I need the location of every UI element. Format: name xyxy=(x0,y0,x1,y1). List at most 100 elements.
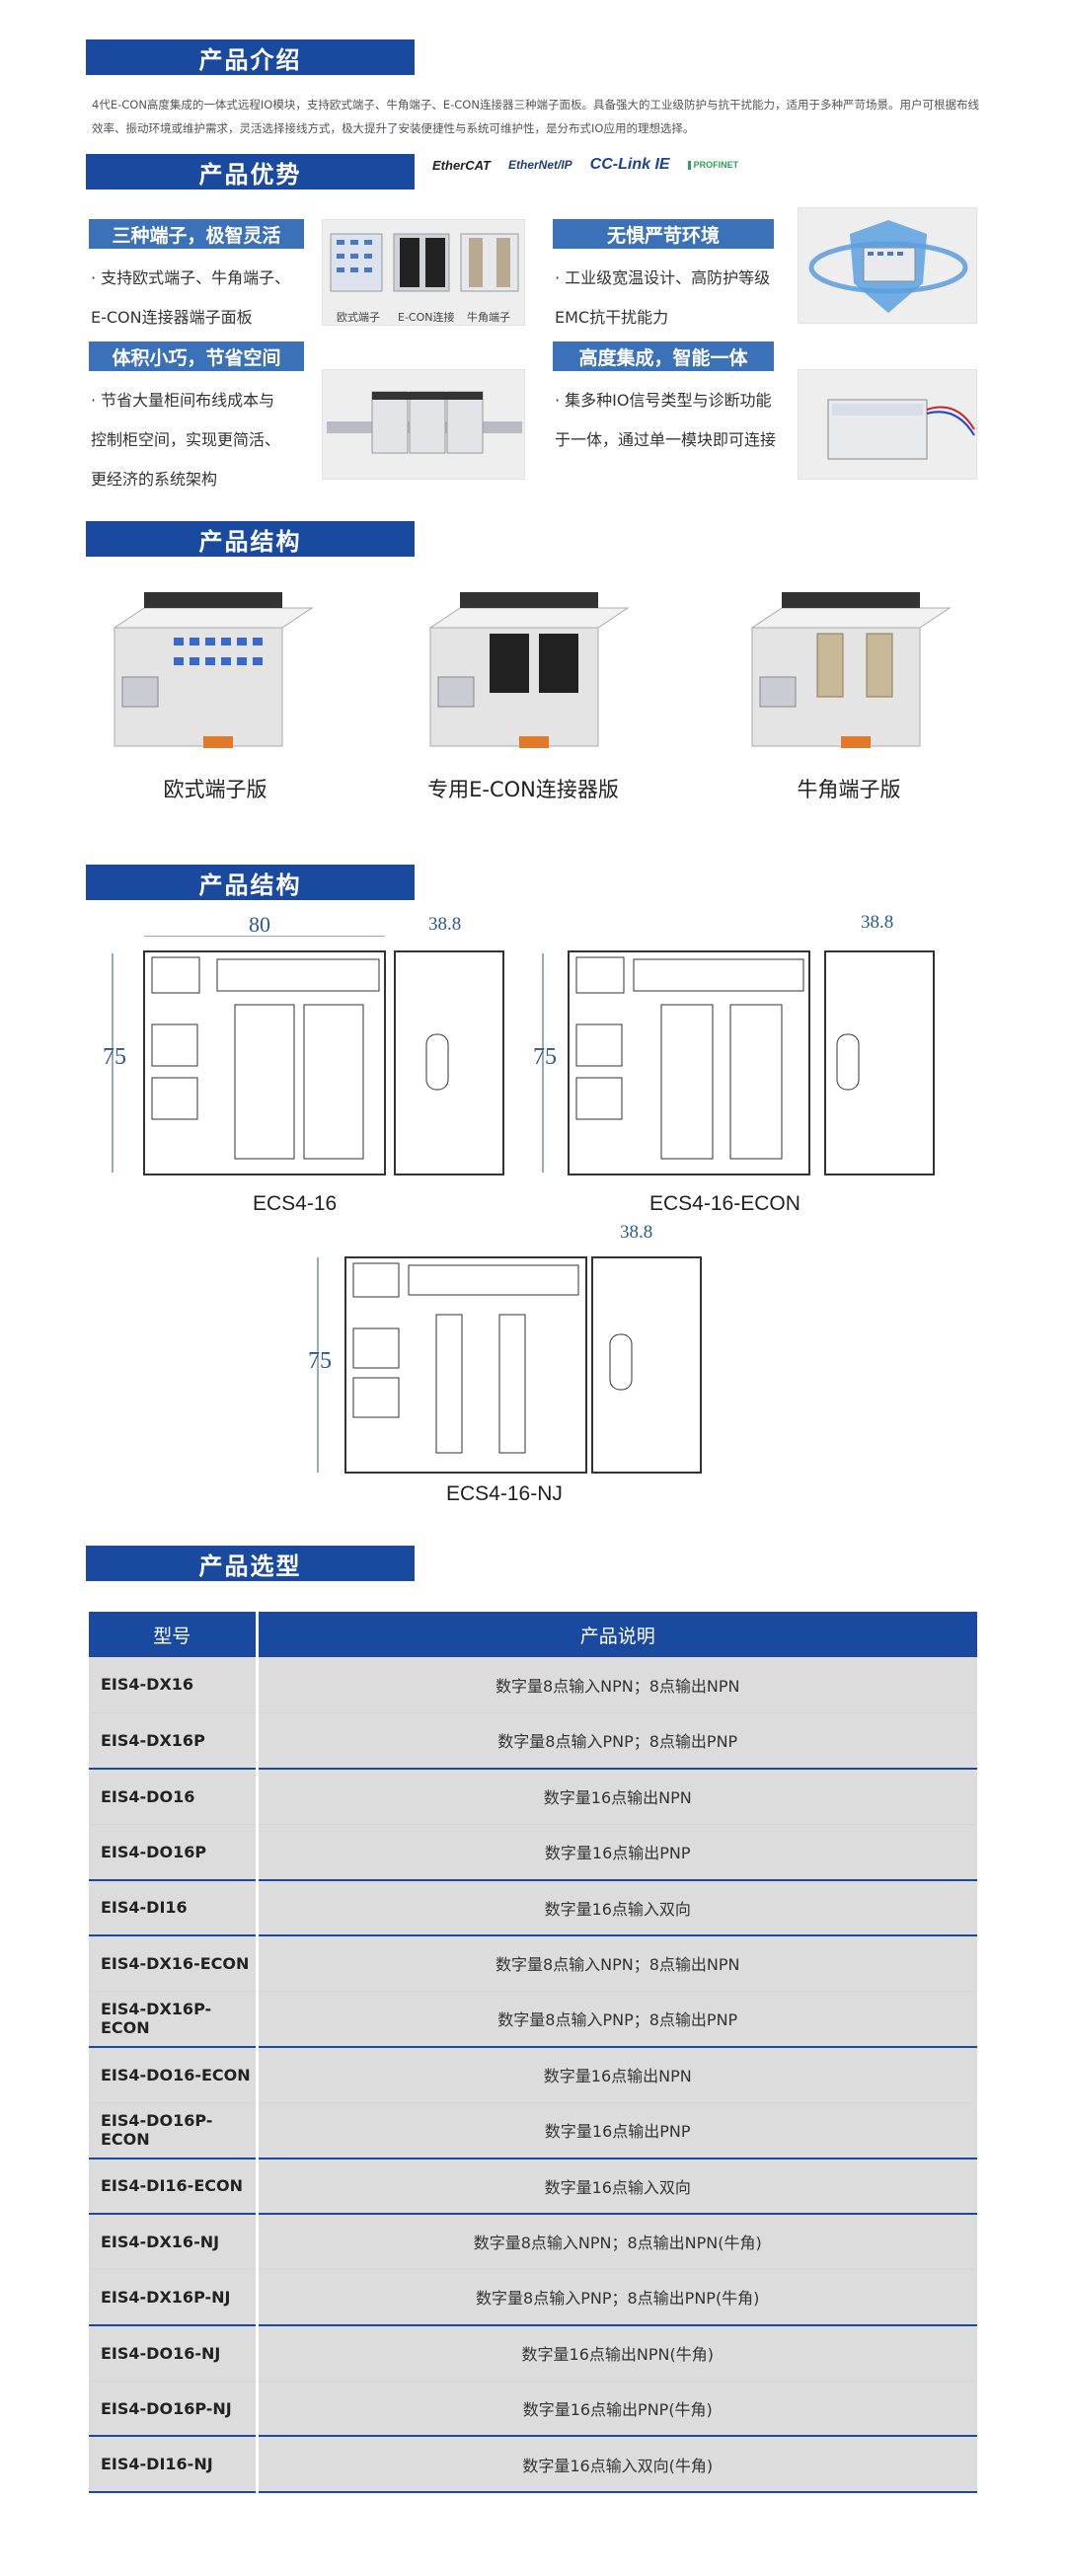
dimension-depth-2: 38.8 xyxy=(861,912,894,933)
description-cell: 数字量8点输入PNP；8点输出PNP(牛角) xyxy=(257,2269,977,2325)
model-cell: EIS4-DO16P-NJ xyxy=(89,2381,259,2437)
din-rail-modules-icon xyxy=(327,391,522,454)
model-cell: EIS4-DI16 xyxy=(89,1879,259,1935)
structure-euro-image xyxy=(105,588,322,760)
model-cell: EIS4-DO16P xyxy=(89,1824,259,1880)
ecs4-16-econ-drawing-icon xyxy=(542,950,935,1175)
section-title-structure: 产品结构 xyxy=(86,521,415,557)
description-cell: 数字量16点输出NPN xyxy=(257,1768,977,1825)
model-cell: EIS4-DX16P xyxy=(89,1712,259,1769)
description-cell: 数字量16点输出PNP xyxy=(257,2102,977,2159)
drawing-ecs4-16-econ xyxy=(539,936,953,1186)
description-cell: 数字量16点输出NPN xyxy=(257,2046,977,2103)
advantage-label-terminals: 三种端子，极智灵活 xyxy=(89,219,304,249)
dimension-height-1: 75 xyxy=(103,1044,126,1070)
advantage-text-compact: · 节省大量柜间布线成本与 控制柜空间，实现更简活、 更经济的系统架构 xyxy=(91,391,281,489)
ethernetip-logo: EtherNet/IP xyxy=(507,158,572,172)
drawing-ecs4-16-nj xyxy=(314,1246,728,1486)
model-cell: EIS4-DO16-NJ xyxy=(89,2324,259,2382)
dimension-height-3: 75 xyxy=(308,1348,332,1374)
wired-module-icon xyxy=(827,399,975,460)
model-cell: EIS4-DX16-NJ xyxy=(89,2213,259,2270)
table-header-model: 型号 xyxy=(89,1612,259,1657)
description-cell: 数字量8点输入PNP；8点输出PNP xyxy=(257,1712,977,1769)
model-cell: EIS4-DX16 xyxy=(89,1657,259,1713)
description-cell: 数字量8点输入NPN；8点输出NPN xyxy=(257,1934,977,1992)
ethercat-logo: EtherCAT xyxy=(432,157,491,173)
dimension-height-2: 75 xyxy=(533,1044,557,1070)
model-cell: EIS4-DX16-ECON xyxy=(89,1934,259,1992)
dimension-width-1: 80 xyxy=(249,912,270,937)
section-title-intro: 产品介绍 xyxy=(86,39,415,75)
terminal-label-econ: E-CON连接 xyxy=(398,311,455,324)
terminal-types-image: 欧式端子 E-CON连接 牛角端子 xyxy=(322,219,525,326)
protocol-logos: EtherCAT EtherNet/IP CC-Link IE PROFINET xyxy=(432,156,738,174)
structure-horn-image xyxy=(742,588,959,760)
ecs4-16-drawing-icon xyxy=(112,935,504,1175)
model-cell: EIS4-DO16P-ECON xyxy=(89,2102,259,2159)
description-cell: 数字量16点输出PNP(牛角) xyxy=(257,2381,977,2437)
drawing-caption-ecs4-16: ECS4-16 xyxy=(253,1192,338,1215)
ecs4-16-nj-drawing-icon xyxy=(317,1256,702,1474)
profinet-logo: PROFINET xyxy=(687,160,738,170)
description-cell: 数字量8点输入PNP；8点输出PNP xyxy=(257,1991,977,2047)
description-cell: 数字量16点输入双向(牛角) xyxy=(257,2436,977,2492)
advantage-text-terminals: · 支持欧式端子、牛角端子、 E-CON连接器端子面板 xyxy=(91,268,291,327)
model-cell: EIS4-DI16-ECON xyxy=(89,2158,259,2214)
terminal-label-euro: 欧式端子 xyxy=(337,311,380,324)
description-cell: 数字量16点输出NPN(牛角) xyxy=(257,2324,977,2382)
econ-module-icon xyxy=(428,592,630,748)
advantage-label-compact: 体积小巧，节省空间 xyxy=(89,341,304,371)
advantage-label-integration: 高度集成，智能一体 xyxy=(553,341,774,371)
dimension-depth-1: 38.8 xyxy=(428,914,462,935)
shield-icon xyxy=(808,220,968,313)
dimension-depth-3: 38.8 xyxy=(620,1222,653,1243)
description-cell: 数字量8点输入NPN；8点输出NPN xyxy=(257,1657,977,1713)
description-cell: 数字量16点输入双向 xyxy=(257,2158,977,2214)
integrated-module-image xyxy=(798,369,977,480)
shield-module-image xyxy=(798,207,977,324)
horn-module-icon xyxy=(750,592,952,748)
drawing-caption-ecs4-16-nj: ECS4-16-NJ xyxy=(446,1482,563,1505)
structure-caption-horn: 牛角端子版 xyxy=(797,778,901,801)
structure-caption-euro: 欧式端子版 xyxy=(163,778,267,801)
table-header-description: 产品说明 xyxy=(257,1612,977,1657)
advantage-text-integration: · 集多种IO信号类型与诊断功能 于一体，通过单一模块即可连接 xyxy=(555,391,777,449)
model-cell: EIS4-DO16-ECON xyxy=(89,2046,259,2103)
terminal-label-horn: 牛角端子 xyxy=(467,311,510,324)
description-cell: 数字量16点输出PNP xyxy=(257,1824,977,1880)
euro-module-icon xyxy=(113,592,314,748)
section-title-selection: 产品选型 xyxy=(86,1546,415,1581)
structure-econ-image xyxy=(420,588,638,760)
din-rail-image xyxy=(322,369,525,480)
terminal-modules-icon xyxy=(330,233,519,292)
advantage-text-environment: · 工业级宽温设计、高防护等级 EMC抗干扰能力 xyxy=(555,268,771,327)
structure-caption-econ: 专用E-CON连接器版 xyxy=(427,778,619,801)
drawing-caption-ecs4-16-econ: ECS4-16-ECON xyxy=(649,1192,800,1215)
description-cell: 数字量16点输入双向 xyxy=(257,1879,977,1935)
model-cell: EIS4-DI16-NJ xyxy=(89,2436,259,2492)
section-title-advantage: 产品优势 xyxy=(86,154,415,189)
model-cell: EIS4-DX16P-NJ xyxy=(89,2269,259,2325)
model-cell: EIS4-DO16 xyxy=(89,1768,259,1825)
model-cell: EIS4-DX16P-ECON xyxy=(89,1991,259,2047)
cclink-logo: CC-Link IE xyxy=(589,156,670,173)
drawing-ecs4-16 xyxy=(109,935,523,1186)
intro-paragraph: 4代E-CON高度集成的一体式远程IO模块，支持欧式端子、牛角端子、E-CON连… xyxy=(92,98,979,135)
section-title-structure-drawings: 产品结构 xyxy=(86,865,415,900)
